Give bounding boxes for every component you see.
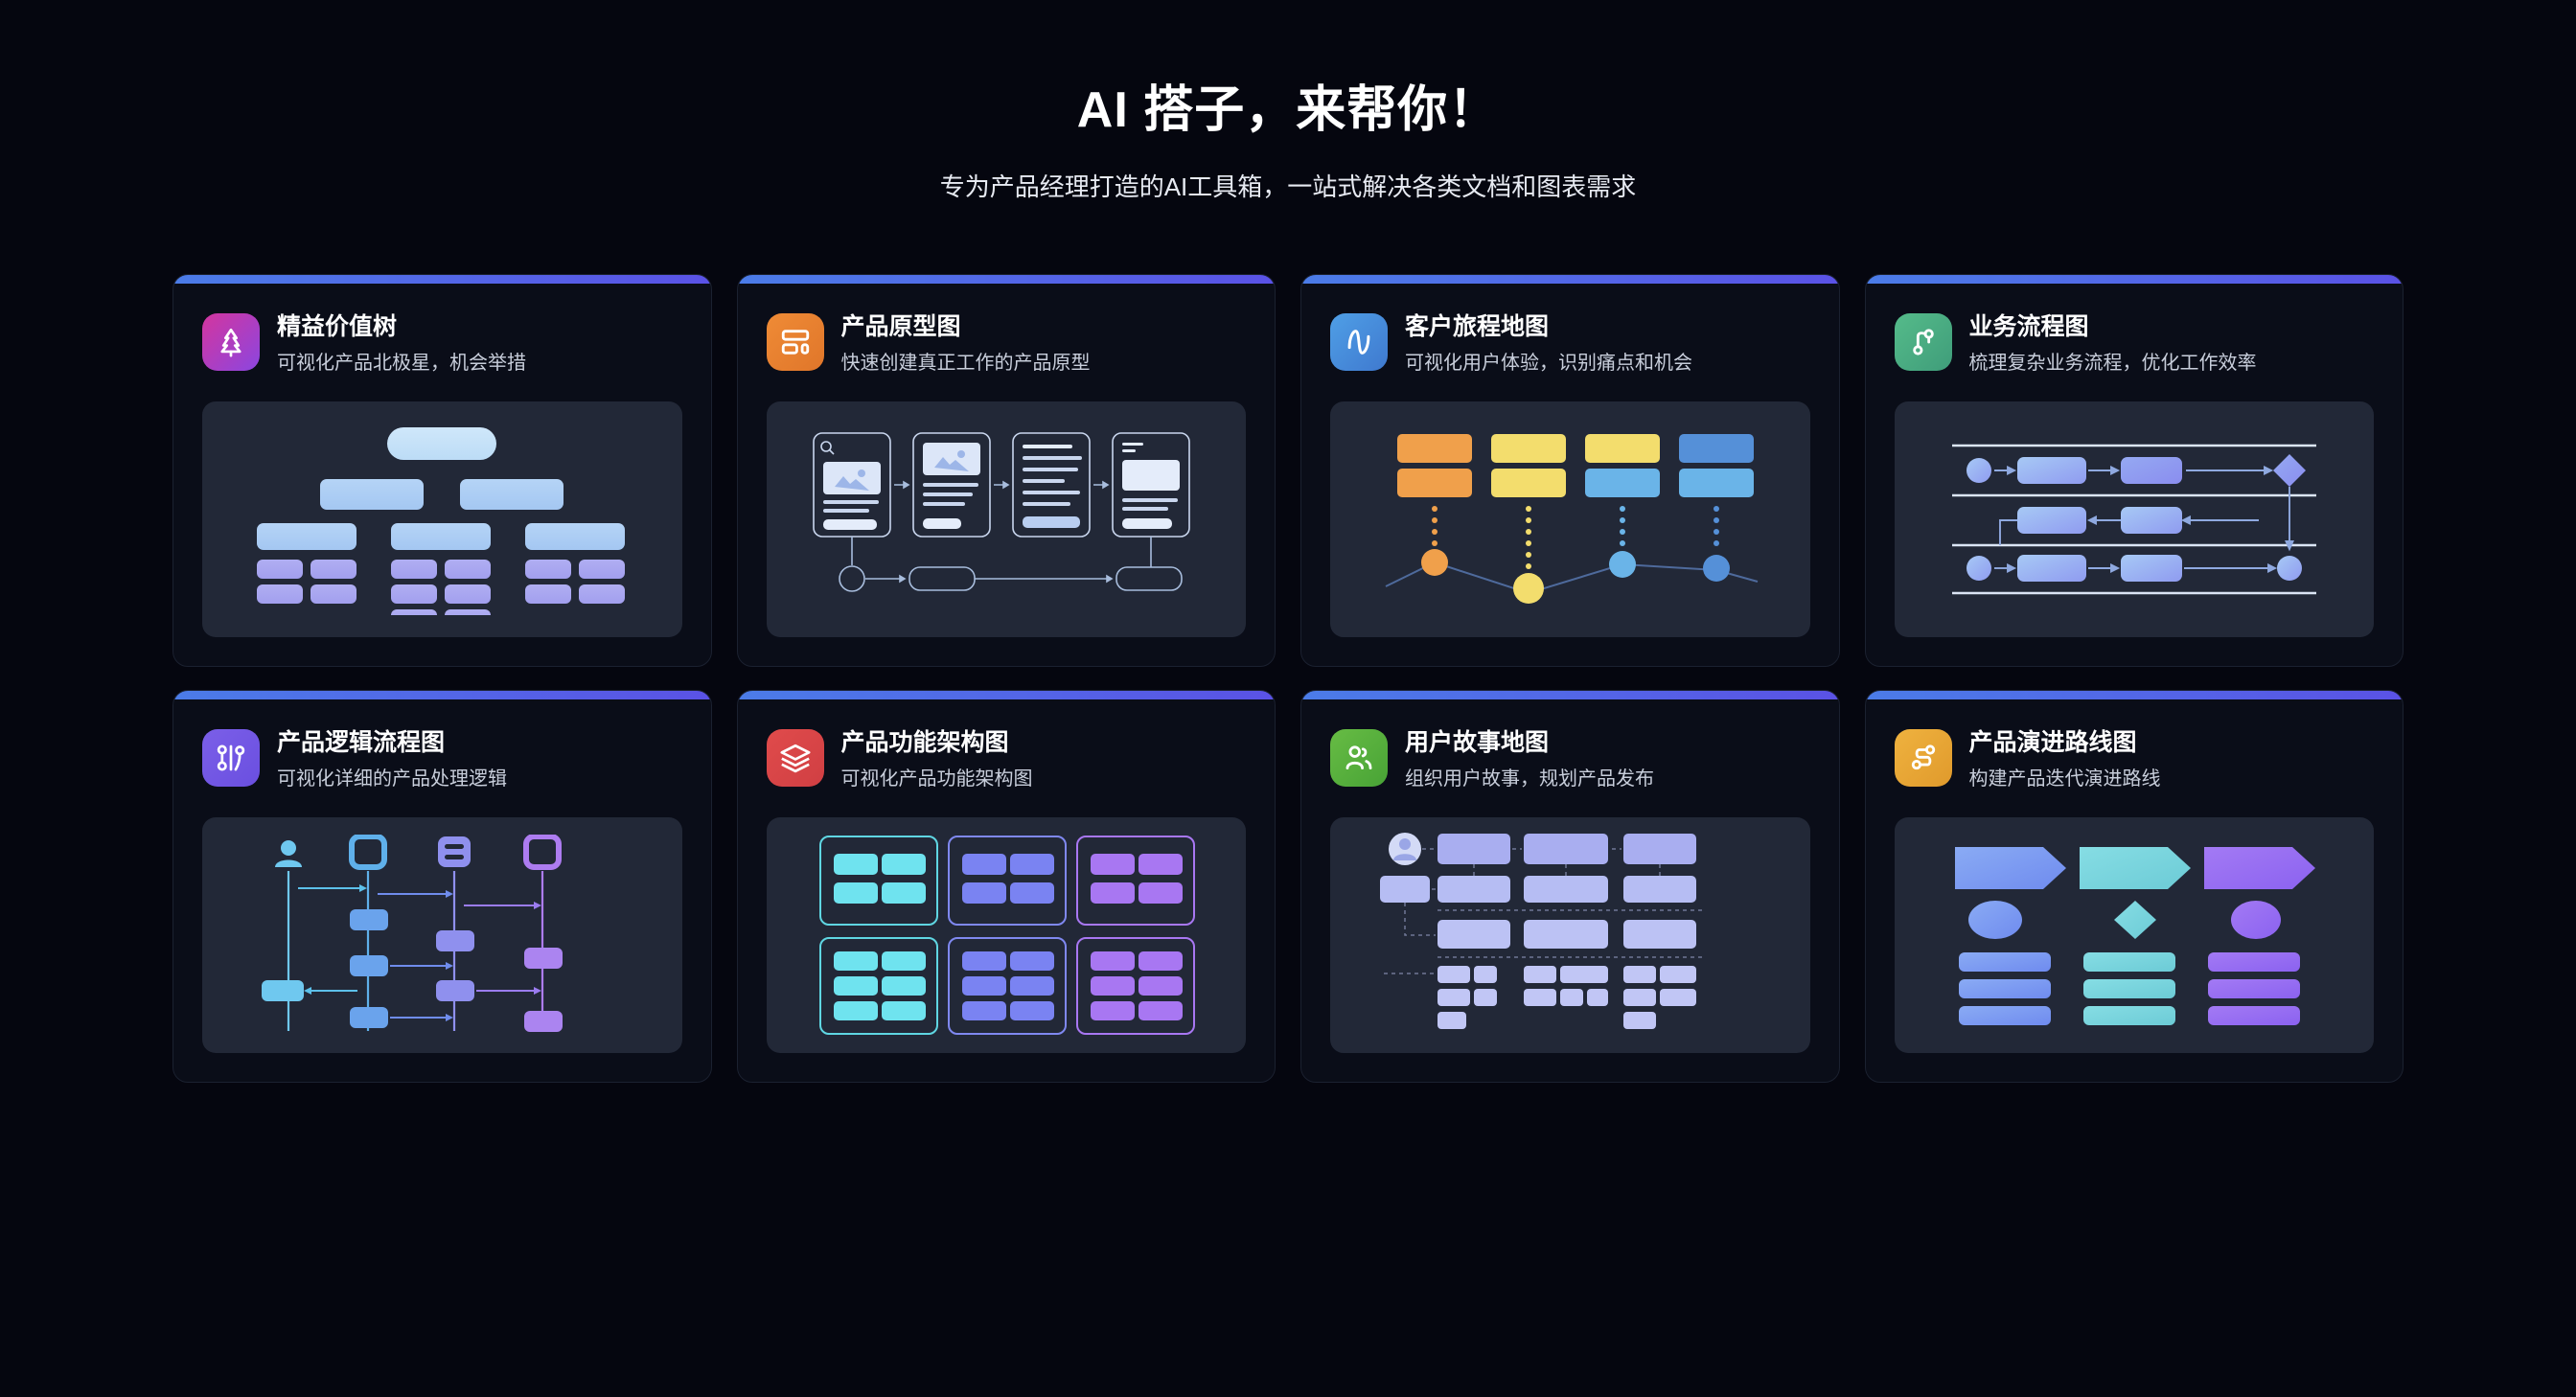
card-description: 可视化产品北极星，机会举措 <box>277 352 526 374</box>
card-header: 产品演进路线图 构建产品迭代演进路线 <box>1894 729 2375 792</box>
card-description: 组织用户故事，规划产品发布 <box>1405 767 1654 790</box>
card-title: 业务流程图 <box>1968 313 2089 340</box>
tool-card-customer-journey-map[interactable]: 客户旅程地图 可视化用户体验，识别痛点和机会 <box>1300 274 1840 668</box>
card-description: 可视化产品功能架构图 <box>840 767 1033 790</box>
pine-tree-icon <box>202 313 260 371</box>
tool-card-grid: 精益价值树 可视化产品北极星，机会举措 <box>172 274 2404 1084</box>
card-header: 用户故事地图 组织用户故事，规划产品发布 <box>1330 729 1810 792</box>
tool-card-user-story-map[interactable]: 用户故事地图 组织用户故事，规划产品发布 <box>1300 690 1840 1084</box>
card-title: 产品逻辑流程图 <box>277 729 446 757</box>
card-title: 产品演进路线图 <box>1968 729 2137 757</box>
card-accent-bar <box>1301 275 1839 284</box>
prototype-wireframe-preview <box>766 401 1246 638</box>
card-accent-bar <box>1301 691 1839 700</box>
card-header: 产品逻辑流程图 可视化详细的产品处理逻辑 <box>202 729 682 792</box>
card-accent-bar <box>737 275 1275 284</box>
card-accent-bar <box>173 275 711 284</box>
tool-card-product-roadmap[interactable]: 产品演进路线图 构建产品迭代演进路线 <box>1864 690 2404 1084</box>
layout-blocks-icon <box>766 313 824 371</box>
activity-pulse-icon <box>1330 313 1388 371</box>
card-accent-bar <box>737 691 1275 700</box>
user-story-map-preview <box>1330 817 1810 1054</box>
page-subtitle: 专为产品经理打造的AI工具箱，一站式解决各类文档和图表需求 <box>939 172 1637 201</box>
card-title: 精益价值树 <box>277 313 398 340</box>
tool-card-business-flowchart[interactable]: 业务流程图 梳理复杂业务流程，优化工作效率 <box>1864 274 2404 668</box>
card-header: 精益价值树 可视化产品北极星，机会举措 <box>202 313 682 377</box>
git-branch-icon <box>1894 313 1952 371</box>
layers-stack-icon <box>766 729 824 788</box>
tool-card-feature-architecture[interactable]: 产品功能架构图 可视化产品功能架构图 <box>736 690 1276 1084</box>
lean-value-tree-preview <box>202 401 682 638</box>
card-header: 客户旅程地图 可视化用户体验，识别痛点和机会 <box>1330 313 1810 377</box>
card-header: 产品功能架构图 可视化产品功能架构图 <box>766 729 1247 792</box>
business-swimlane-preview <box>1894 401 2374 638</box>
card-description: 构建产品迭代演进路线 <box>1968 767 2161 790</box>
card-title: 产品功能架构图 <box>840 729 1009 757</box>
card-description: 快速创建真正工作的产品原型 <box>840 352 1091 374</box>
card-description: 可视化详细的产品处理逻辑 <box>277 767 507 790</box>
card-accent-bar <box>1865 275 2403 284</box>
card-description: 可视化用户体验，识别痛点和机会 <box>1405 352 1692 374</box>
card-title: 产品原型图 <box>840 313 961 340</box>
card-description: 梳理复杂业务流程，优化工作效率 <box>1968 352 2257 374</box>
tool-card-product-prototype[interactable]: 产品原型图 快速创建真正工作的产品原型 <box>736 274 1276 668</box>
card-title: 用户故事地图 <box>1405 729 1550 757</box>
feature-architecture-preview <box>766 817 1246 1054</box>
page-title: AI 搭子，来帮你！ <box>1076 82 1500 138</box>
card-title: 客户旅程地图 <box>1405 313 1550 340</box>
node-branch-icon <box>202 729 260 788</box>
users-group-icon <box>1330 729 1388 788</box>
card-header: 业务流程图 梳理复杂业务流程，优化工作效率 <box>1894 313 2375 377</box>
card-accent-bar <box>173 691 711 700</box>
route-path-icon <box>1894 729 1952 788</box>
card-header: 产品原型图 快速创建真正工作的产品原型 <box>766 313 1247 377</box>
roadmap-preview <box>1894 817 2374 1054</box>
customer-journey-preview <box>1330 401 1810 638</box>
tool-card-product-logic-flow[interactable]: 产品逻辑流程图 可视化详细的产品处理逻辑 <box>172 690 712 1084</box>
tool-card-lean-value-tree[interactable]: 精益价值树 可视化产品北极星，机会举措 <box>172 274 712 668</box>
card-accent-bar <box>1865 691 2403 700</box>
sequence-diagram-preview <box>202 817 682 1054</box>
